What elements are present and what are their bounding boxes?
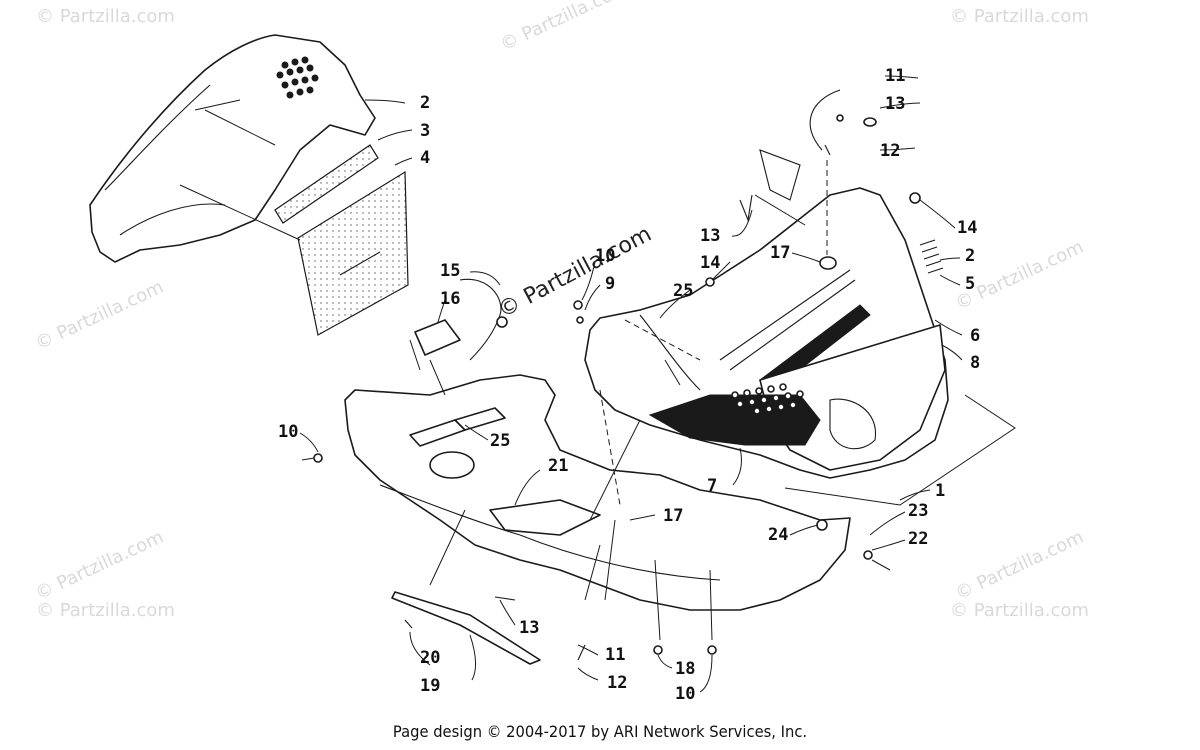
insulation-pad	[297, 170, 409, 336]
callout-10-top: 10	[595, 246, 616, 266]
callout-16: 16	[440, 289, 461, 309]
callout-18: 18	[675, 659, 696, 679]
callout-8: 8	[970, 353, 981, 373]
callout-2-upper: 2	[420, 93, 431, 113]
foam-strip	[274, 144, 379, 224]
callout-20: 20	[420, 648, 441, 668]
callout-1: 1	[935, 481, 946, 501]
callout-14-right: 14	[957, 218, 978, 238]
callout-6: 6	[970, 326, 981, 346]
callout-23: 23	[908, 501, 929, 521]
callout-17-bottom: 17	[663, 506, 684, 526]
callout-25-bottom: 25	[490, 431, 511, 451]
callout-25-top: 25	[673, 281, 694, 301]
upper-hood-panel	[89, 34, 376, 263]
callout-13-bottom: 13	[519, 618, 540, 638]
callout-11-bottom: 11	[605, 645, 626, 665]
copyright-footer: Page design © 2004-2017 by ARI Network S…	[392, 722, 808, 741]
callout-5: 5	[965, 274, 976, 294]
callout-2-right: 2	[965, 246, 976, 266]
vent-holes	[276, 56, 319, 99]
callout-17-top: 17	[770, 243, 791, 263]
callout-10-left: 10	[278, 422, 299, 442]
callout-19: 19	[420, 676, 441, 696]
callout-4: 4	[420, 148, 431, 168]
callout-21: 21	[548, 456, 569, 476]
hood-vent-holes	[731, 383, 804, 415]
front-strip	[391, 591, 541, 665]
callout-10-bottom: 10	[675, 684, 696, 704]
callout-15: 15	[440, 261, 461, 281]
callout-14-mid: 14	[700, 253, 721, 273]
callout-13-mid: 13	[700, 226, 721, 246]
small-bracket	[414, 319, 461, 356]
belly-pan	[344, 374, 851, 611]
callout-13-top: 13	[885, 94, 906, 114]
callout-12-top: 12	[880, 141, 901, 161]
cable	[459, 278, 502, 361]
callout-22: 22	[908, 529, 929, 549]
callout-11-top: 11	[885, 66, 906, 86]
main-hood	[584, 187, 949, 479]
side-vent-holes	[919, 239, 944, 274]
callout-7: 7	[707, 476, 718, 496]
callout-24: 24	[768, 525, 789, 545]
callout-9: 9	[605, 274, 616, 294]
callout-12-bottom: 12	[607, 673, 628, 693]
callout-3: 3	[420, 121, 431, 141]
